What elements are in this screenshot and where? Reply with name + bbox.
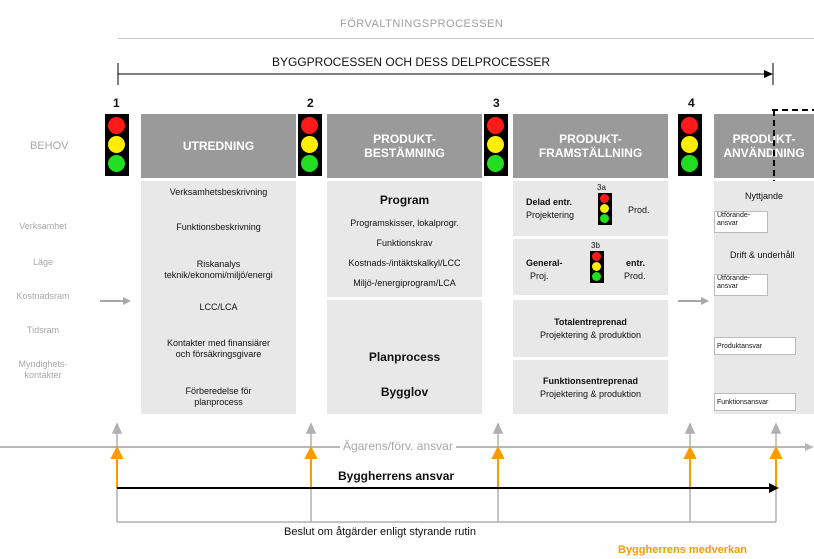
side-label: Myndighets- kontakter <box>18 359 68 380</box>
panel-funktion <box>513 360 668 414</box>
forvaltning-line <box>118 38 814 39</box>
bestamning-item: Programskisser, lokalprogr. <box>350 218 459 228</box>
panel-delad <box>513 181 668 236</box>
label-3a: 3a <box>597 183 606 192</box>
delad-label: Delad entr. <box>526 197 573 207</box>
traffic-light-icon <box>484 114 508 176</box>
nyttjande-label: Nyttjande <box>744 191 784 201</box>
traffic-light-icon <box>678 114 702 176</box>
traffic-light-icon <box>105 114 129 176</box>
header-bestamning: PRODUKT- BESTÄMNING <box>327 114 482 178</box>
label-3b: 3b <box>591 241 600 250</box>
behov-label: BEHOV <box>30 140 69 152</box>
bestamning-item: Kostnads-/intäktskalkyl/LCC <box>348 258 461 268</box>
utredning-item: Verksamhetsbeskrivning <box>169 187 268 197</box>
milestone-number: 3 <box>493 96 500 110</box>
utredning-item: Funktionsbeskrivning <box>176 222 261 232</box>
utredning-item: Förberedelse för planprocess <box>185 386 252 407</box>
prod-label: Prod. <box>628 205 650 215</box>
produktansvar-box: Produktansvar <box>714 337 796 355</box>
total-label: Totalentreprenad <box>554 317 627 327</box>
header-utredning: UTREDNING <box>141 114 296 178</box>
header-framstallning: PRODUKT- FRAMSTÄLLNING <box>513 114 668 178</box>
header-anvandning: PRODUKT- ANVÄNDNING <box>714 114 814 178</box>
bestamning-item: Miljö-/energiprogram/LCA <box>353 278 456 288</box>
beslut-label: Beslut om åtgärder enligt styrande rutin <box>284 526 476 538</box>
milestone-number: 2 <box>307 96 314 110</box>
utforande-box: Utförande- ansvar <box>714 211 768 233</box>
funktion-label: Funktionsentreprenad <box>542 376 638 386</box>
prod2-label: Prod. <box>624 271 646 281</box>
panel-bestamning-top <box>327 181 482 297</box>
byggherrens-ansvar-label: Byggherrens ansvar <box>338 469 455 483</box>
planprocess-label: Planprocess <box>368 350 441 364</box>
side-label: Läge <box>32 257 54 267</box>
traffic-light-icon <box>298 114 322 176</box>
projektering-label: Projektering <box>526 210 575 220</box>
side-label: Verksamhet <box>19 221 67 231</box>
funktionsansvar-box: Funktionsansvar <box>714 393 796 411</box>
drift-label: Drift & underhåll <box>730 250 795 260</box>
utforande-box: Utförande- ansvar <box>714 274 768 296</box>
funktion-sub-label: Projektering & produktion <box>539 389 642 399</box>
milestone-number: 4 <box>688 96 695 110</box>
forvaltning-title: FÖRVALTNINGSPROCESSEN <box>340 18 504 30</box>
side-label: Tidsram <box>26 325 60 335</box>
utredning-item: Riskanalys teknik/ekonomi/miljö/energi <box>164 259 273 280</box>
small-traffic-light-icon <box>598 193 612 225</box>
agarens-label: Ägarens/förv. ansvar <box>340 439 456 453</box>
medverkan-label: Byggherrens medverkan <box>618 544 747 556</box>
proj-label: Proj. <box>530 271 549 281</box>
panel-total <box>513 300 668 357</box>
bygglov-label: Bygglov <box>380 385 429 399</box>
bestamning-item: Funktionskrav <box>376 238 433 248</box>
bygg-arrow <box>117 63 774 85</box>
panel-utredning <box>141 181 296 414</box>
utredning-item: Kontakter med finansiärer och försäkring… <box>166 338 271 359</box>
small-traffic-light-icon <box>590 251 604 283</box>
flow-arrow-icon <box>100 297 131 305</box>
panel-bestamning-bottom <box>327 300 482 414</box>
side-label: Kostnadsram <box>16 291 70 301</box>
entr-label: entr. <box>626 258 646 268</box>
program-label: Program <box>379 193 430 207</box>
total-sub-label: Projektering & produktion <box>539 330 642 340</box>
general-label: General- <box>526 258 563 268</box>
bygg-title: BYGGPROCESSEN OCH DESS DELPROCESSER <box>272 55 551 69</box>
milestone-number: 1 <box>113 96 120 110</box>
utredning-item: LCC/LCA <box>199 302 238 312</box>
flow-arrow-icon <box>678 297 709 305</box>
